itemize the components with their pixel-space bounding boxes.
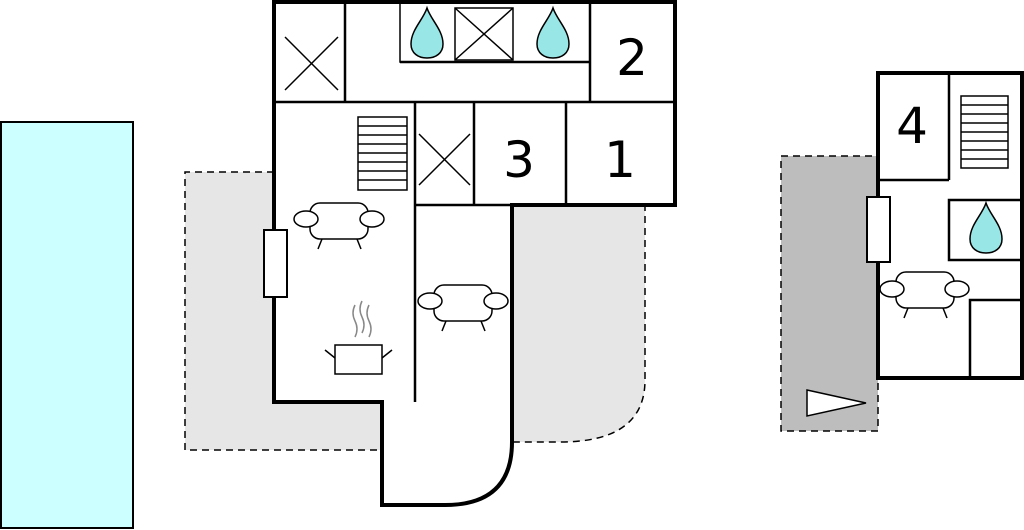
wc-cross-icon	[284, 36, 339, 91]
sofa-icon	[293, 202, 385, 250]
window-icon	[866, 196, 891, 263]
stairs-icon	[357, 116, 408, 191]
wc-cross-icon	[418, 133, 471, 186]
terrace-annex	[780, 155, 879, 432]
room-number-3: 3	[503, 131, 535, 189]
bathroom-drop-icon	[969, 200, 1003, 254]
stove-pot-icon	[324, 300, 393, 375]
window-icon	[263, 229, 288, 298]
sofa-icon	[879, 271, 970, 319]
pool	[0, 121, 134, 529]
stairs-icon	[960, 95, 1009, 169]
terrace-right	[511, 204, 646, 443]
room-number-2: 2	[616, 29, 648, 87]
room-number-4: 4	[896, 97, 928, 155]
bathroom-drop-icon	[410, 5, 444, 59]
bathroom-drop-icon	[536, 5, 570, 59]
sofa-icon	[417, 284, 509, 332]
sunbed-icon	[806, 389, 867, 417]
main-building-wall	[272, 0, 677, 507]
room-number-1: 1	[604, 131, 636, 189]
wc-cross-icon	[454, 7, 514, 61]
